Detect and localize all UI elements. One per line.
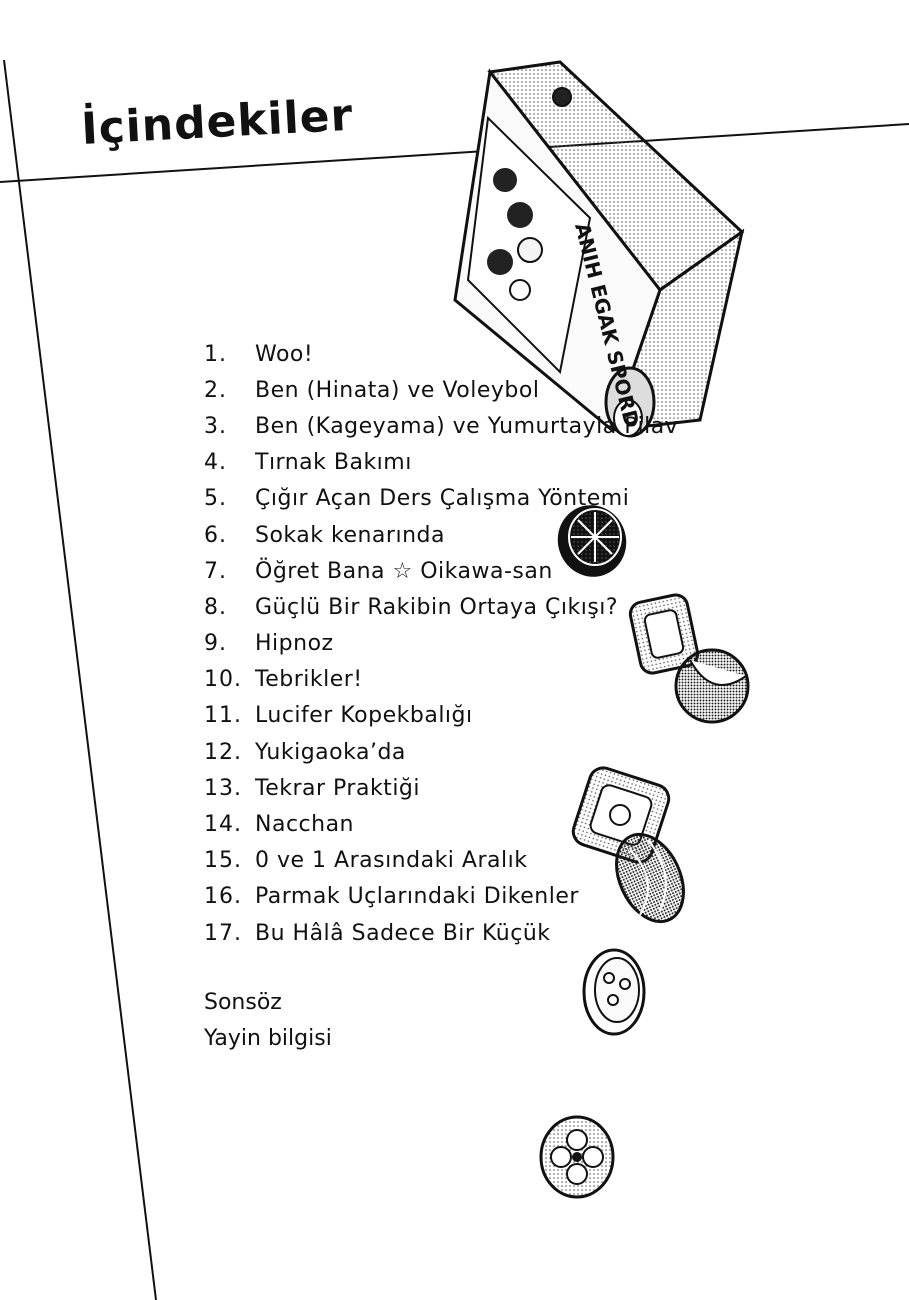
chapter-number: 12.: [204, 739, 242, 765]
chapter-title: Çığır Açan Ders Çalışma Yöntemi: [255, 486, 630, 512]
chapter-title: Parmak Uçlarındaki Dikenler: [255, 884, 579, 910]
toc-item[interactable]: 6. Sokak kenarında: [204, 517, 678, 553]
chapter-number: 11.: [204, 703, 242, 729]
chapter-title: Tebrikler!: [255, 667, 363, 693]
toc-item[interactable]: 5. Çığır Açan Ders Çalışma Yöntemi: [204, 481, 678, 517]
chapter-number: 13.: [204, 775, 242, 801]
toc-item[interactable]: 15. 0 ve 1 Arasındaki Aralık: [204, 843, 678, 879]
chapter-title: Woo!: [255, 341, 314, 367]
chapter-number: 8.: [204, 594, 227, 620]
chapter-number: 5.: [204, 486, 227, 512]
toc-item[interactable]: 12. Yukigaoka’da: [204, 734, 678, 770]
toc-item[interactable]: 1. Woo!: [204, 336, 678, 372]
toc-item-afterword[interactable]: Sonsöz: [204, 989, 282, 1015]
chapter-title: Bu Hâlâ Sadece Bir Küçük: [255, 920, 551, 946]
chapter-title: Ben (Hinata) ve Voleybol: [255, 377, 540, 403]
toc-item[interactable]: 8. Güçlü Bir Rakibin Ortaya Çıkışı?: [204, 589, 678, 625]
chapter-number: 15.: [204, 848, 242, 874]
chapter-number: 6.: [204, 522, 227, 548]
chapter-number: 2.: [204, 377, 227, 403]
toc-extras: Sonsöz Yayin bilgisi: [204, 984, 332, 1056]
toc-item[interactable]: 2. Ben (Hinata) ve Voleybol: [204, 372, 678, 408]
chapter-title: Tekrar Praktiği: [255, 775, 421, 801]
chapter-number: 4.: [204, 450, 227, 476]
toc-item[interactable]: 11. Lucifer Kopekbalığı: [204, 698, 678, 734]
chapter-title: Ben (Kageyama) ve Yumurtayla Pilav: [255, 413, 679, 439]
chapter-title: Yukigaoka’da: [255, 739, 406, 765]
chapter-number: 1.: [204, 341, 227, 367]
table-of-contents: 1. Woo! 2. Ben (Hinata) ve Voleybol 3. Ben …: [204, 336, 678, 951]
toc-item[interactable]: 17. Bu Hâlâ Sadece Bir Küçük: [204, 915, 678, 951]
chapter-title: Öğret Bana ☆ Oikawa-san: [255, 558, 553, 584]
chapter-number: 3.: [204, 413, 227, 439]
chapter-number: 10.: [204, 667, 242, 693]
left-border-line: [3, 59, 157, 1300]
chapter-number: 14.: [204, 812, 242, 838]
chapter-number: 9.: [204, 631, 227, 657]
toc-item[interactable]: 9. Hipnoz: [204, 626, 678, 662]
toc-item-publication-info[interactable]: Yayin bilgisi: [204, 1025, 332, 1051]
chapter-title: 0 ve 1 Arasındaki Aralık: [255, 848, 528, 874]
chapter-title: Lucifer Kopekbalığı: [255, 703, 473, 729]
chapter-title: Nacchan: [255, 812, 354, 838]
toc-item[interactable]: 10. Tebrikler!: [204, 662, 678, 698]
chapter-title: Hipnoz: [255, 631, 334, 657]
toc-item[interactable]: 7. Öğret Bana ☆ Oikawa-san: [204, 553, 678, 589]
chapter-number: 7.: [204, 558, 227, 584]
toc-item[interactable]: 14. Nacchan: [204, 806, 678, 842]
chapter-title: Sokak kenarında: [255, 522, 445, 548]
chapter-number: 16.: [204, 884, 242, 910]
chapter-title: Güçlü Bir Rakibin Ortaya Çıkışı?: [255, 594, 619, 620]
toc-item[interactable]: 16. Parmak Uçlarındaki Dikenler: [204, 879, 678, 915]
chapter-title: Tırnak Bakımı: [255, 450, 412, 476]
toc-item[interactable]: 13. Tekrar Praktiği: [204, 770, 678, 806]
toc-item[interactable]: 3. Ben (Kageyama) ve Yumurtayla Pilav: [204, 408, 678, 444]
toc-item[interactable]: 4. Tırnak Bakımı: [204, 445, 678, 481]
chapter-number: 17.: [204, 920, 242, 946]
